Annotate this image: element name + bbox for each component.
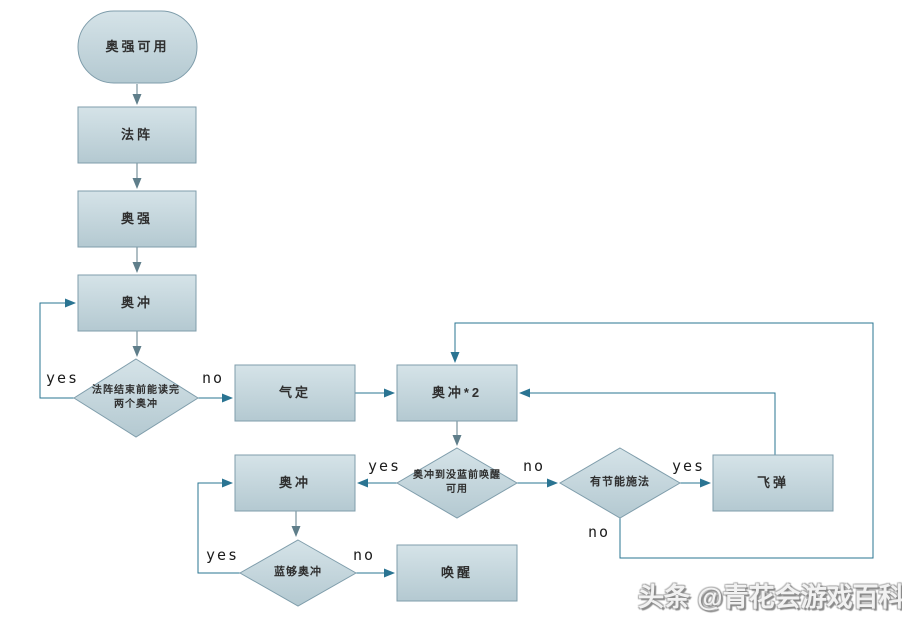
edge-twoblasts-yes-loop <box>39 298 76 399</box>
decision-evocready-shape <box>396 447 518 519</box>
process-blast-loop-shape <box>234 454 356 512</box>
branch-edges <box>39 298 874 578</box>
flow-edges <box>132 84 462 537</box>
process-blast-top-shape <box>77 274 197 332</box>
process-arcanepower-shape <box>77 190 197 248</box>
edge-missiles-loop <box>519 388 776 455</box>
decision-mana-shape <box>238 539 358 607</box>
process-rune-shape <box>77 106 197 164</box>
process-missiles-shape <box>712 454 834 512</box>
decision-two-blasts-shape <box>73 358 199 438</box>
process-blastx2-shape <box>396 364 518 422</box>
edge-clearcast-no-loop <box>450 322 874 559</box>
node-shapes <box>73 10 834 607</box>
terminator-start-shape <box>77 10 198 84</box>
decision-clearcast-shape <box>559 447 681 519</box>
process-pom-shape <box>234 364 356 422</box>
edge-mana-yes-loop <box>197 478 240 574</box>
watermark-text: 头条 @青花会游戏百科 <box>638 582 902 612</box>
process-evocation-shape <box>396 544 518 602</box>
